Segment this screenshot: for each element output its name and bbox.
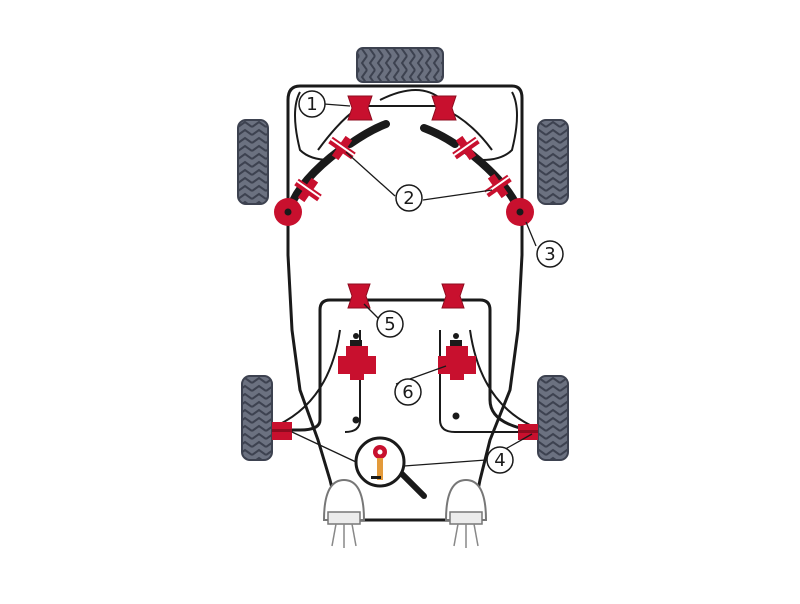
front-right-tyre-icon bbox=[537, 119, 569, 205]
mount-6-left-bolt bbox=[353, 333, 359, 339]
mount-6-right-icon bbox=[438, 340, 476, 380]
bush-2-right-inner-icon bbox=[452, 135, 480, 161]
bush-1-left-icon bbox=[347, 95, 373, 121]
shock-absorber-left-icon bbox=[322, 478, 366, 548]
rear-left-pivot bbox=[352, 416, 360, 424]
shock-absorber-right-icon bbox=[444, 478, 488, 548]
spare-tyre-icon bbox=[356, 47, 444, 83]
top-mount-left-icon bbox=[274, 198, 302, 226]
callout-4-label: 4 bbox=[494, 450, 505, 471]
bush-4-left-icon bbox=[272, 422, 292, 440]
callout-1-label: 1 bbox=[306, 94, 317, 115]
front-left-tyre-icon bbox=[237, 119, 269, 205]
bush-1-right-icon bbox=[431, 95, 457, 121]
rear-left-tyre-icon bbox=[241, 375, 273, 461]
rear-right-pivot bbox=[452, 412, 460, 420]
callout-5-label: 5 bbox=[384, 314, 395, 335]
callout-2: 2 bbox=[395, 184, 423, 212]
bush-2-left-outer-icon bbox=[294, 177, 322, 203]
bush-5-left-icon bbox=[347, 283, 371, 309]
rear-subframe bbox=[278, 298, 531, 432]
rear-trailing-arms bbox=[277, 329, 531, 433]
callout-3-label: 3 bbox=[544, 244, 555, 265]
magnifier-icon bbox=[354, 436, 427, 499]
callout-5: 5 bbox=[376, 310, 404, 338]
mount-6-left-icon bbox=[338, 340, 376, 380]
bush-5-right-icon bbox=[441, 283, 465, 309]
rear-right-tyre-icon bbox=[537, 375, 569, 461]
mount-6-right-bolt bbox=[453, 333, 459, 339]
top-mount-right-icon bbox=[506, 198, 534, 226]
callout-6-label: 6 bbox=[402, 382, 413, 403]
callout-6: 6 bbox=[394, 378, 422, 406]
callout-4: 4 bbox=[486, 446, 514, 474]
callout-2-label: 2 bbox=[403, 188, 414, 209]
callout-3: 3 bbox=[536, 240, 564, 268]
callout-1: 1 bbox=[298, 90, 326, 118]
bush-4-right-icon bbox=[518, 424, 538, 440]
bush-2-left-inner-icon bbox=[328, 135, 356, 161]
